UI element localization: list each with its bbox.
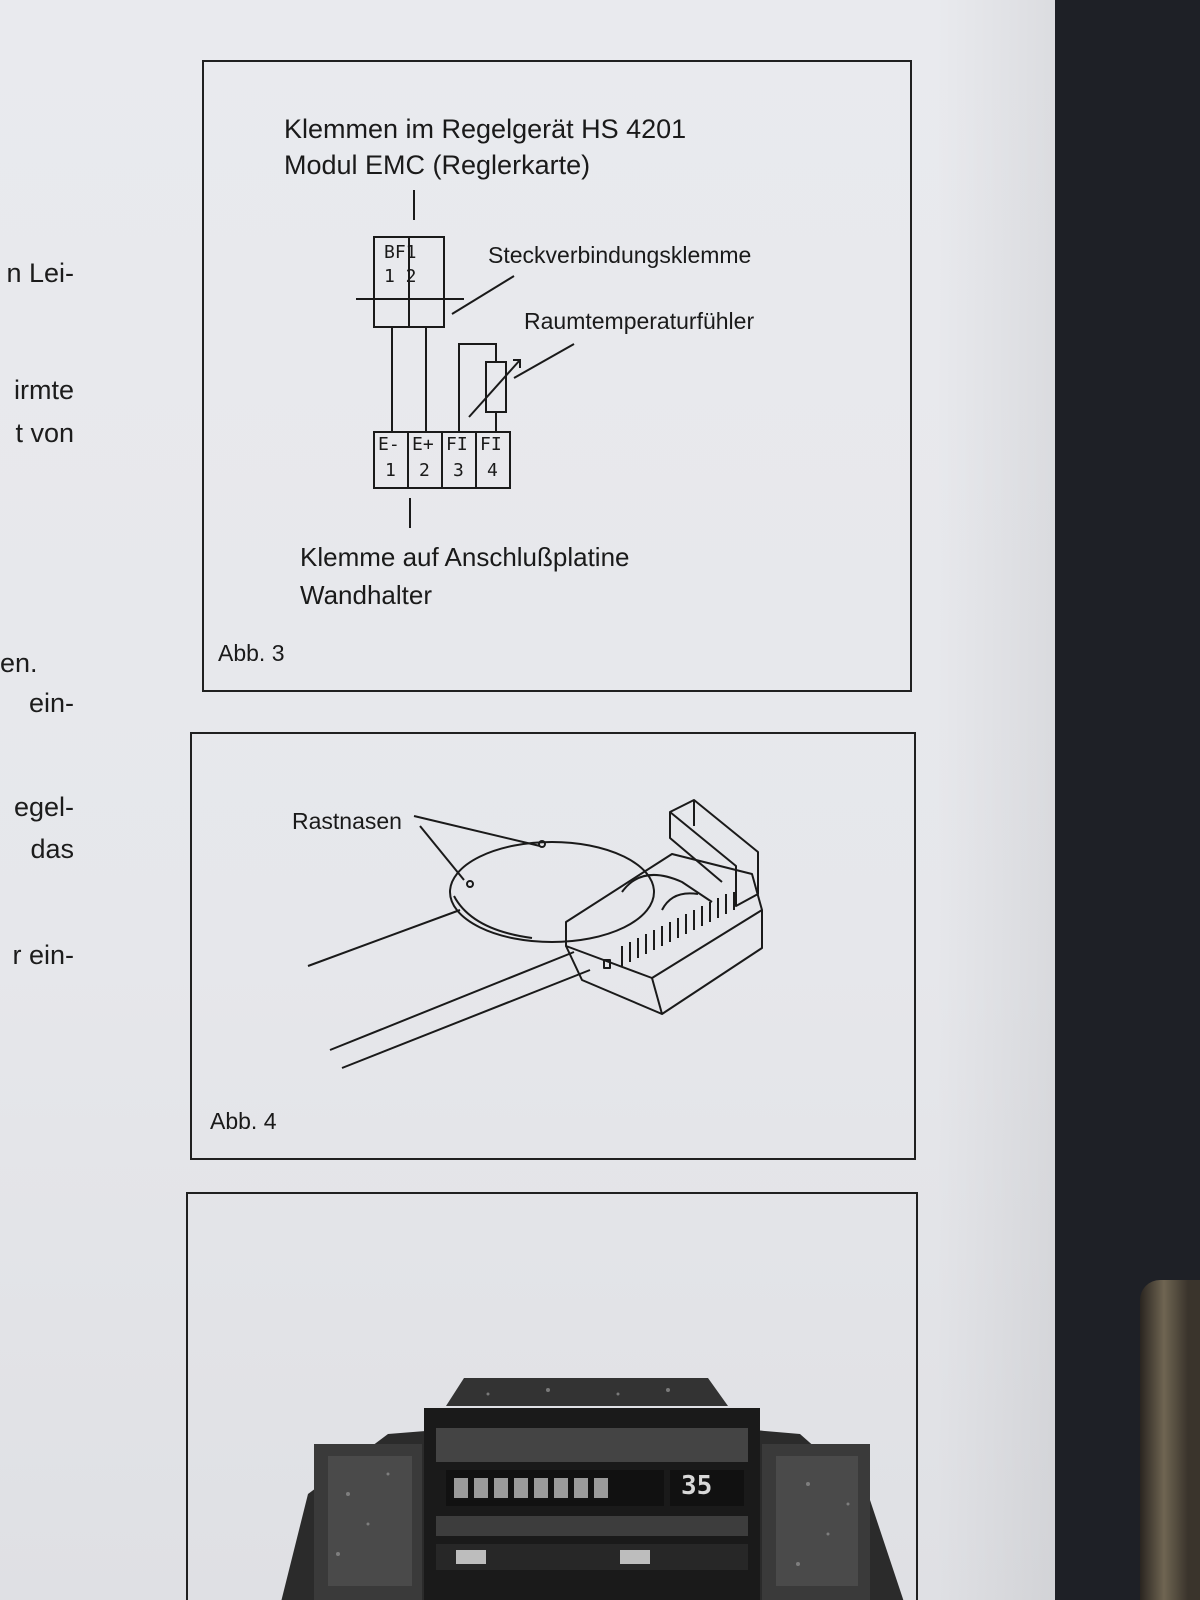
terminal-3-name: FI — [446, 434, 468, 455]
figure-5-frame: 35 — [186, 1192, 918, 1600]
figure-4-frame: Rastnasen — [190, 732, 916, 1160]
terminal-3-number: 3 — [453, 460, 464, 481]
margin-fragment: t von — [15, 418, 74, 448]
vent-slots — [621, 892, 735, 966]
document-page: n Lei- irmte t von en. ein- egel- das r … — [0, 0, 1055, 1600]
figure-3-caption: Abb. 3 — [218, 640, 285, 666]
wiring-diagram — [356, 190, 575, 528]
terminal-1-number: 1 — [385, 460, 396, 481]
bottom-label-line2: Wandhalter — [300, 580, 432, 610]
figure-3-frame: Klemmen im Regelgerät HS 4201 Modul EMC … — [202, 60, 912, 692]
margin-fragment: n Lei- — [6, 258, 74, 288]
margin-fragment: egel- — [13, 792, 74, 822]
terminal-1-name: E- — [378, 434, 400, 455]
plug-label-line1: BF1 — [384, 242, 417, 263]
margin-fragment: en. — [0, 648, 38, 678]
figure-3-title-line1: Klemmen im Regelgerät HS 4201 — [284, 114, 687, 144]
terminal-4-name: FI — [480, 434, 502, 455]
margin-fragment: das — [30, 834, 74, 864]
sensor-label: Raumtemperaturfühler — [524, 308, 755, 334]
plug-label-line2: 1 2 — [384, 266, 417, 287]
terminal-2-number: 2 — [419, 460, 430, 481]
display-readout: 35 — [681, 1471, 713, 1501]
margin-fragment: irmte — [14, 375, 74, 405]
latch-label: Rastnasen — [292, 808, 402, 834]
plug-connector-label: Steckverbindungsklemme — [488, 242, 752, 268]
figure-4-caption: Abb. 4 — [210, 1108, 277, 1134]
terminal-2-name: E+ — [412, 434, 434, 455]
terminal-4-number: 4 — [487, 460, 498, 481]
control-unit-illustration — [281, 1378, 904, 1600]
sensor-module-drawing — [307, 799, 763, 1069]
bottom-label-line1: Klemme auf Anschlußplatine — [300, 542, 630, 572]
figure-3-title-line2: Modul EMC (Reglerkarte) — [284, 150, 591, 180]
margin-fragment: r ein- — [12, 940, 74, 970]
metal-bracket — [1140, 1280, 1200, 1600]
margin-fragment: ein- — [28, 688, 74, 718]
